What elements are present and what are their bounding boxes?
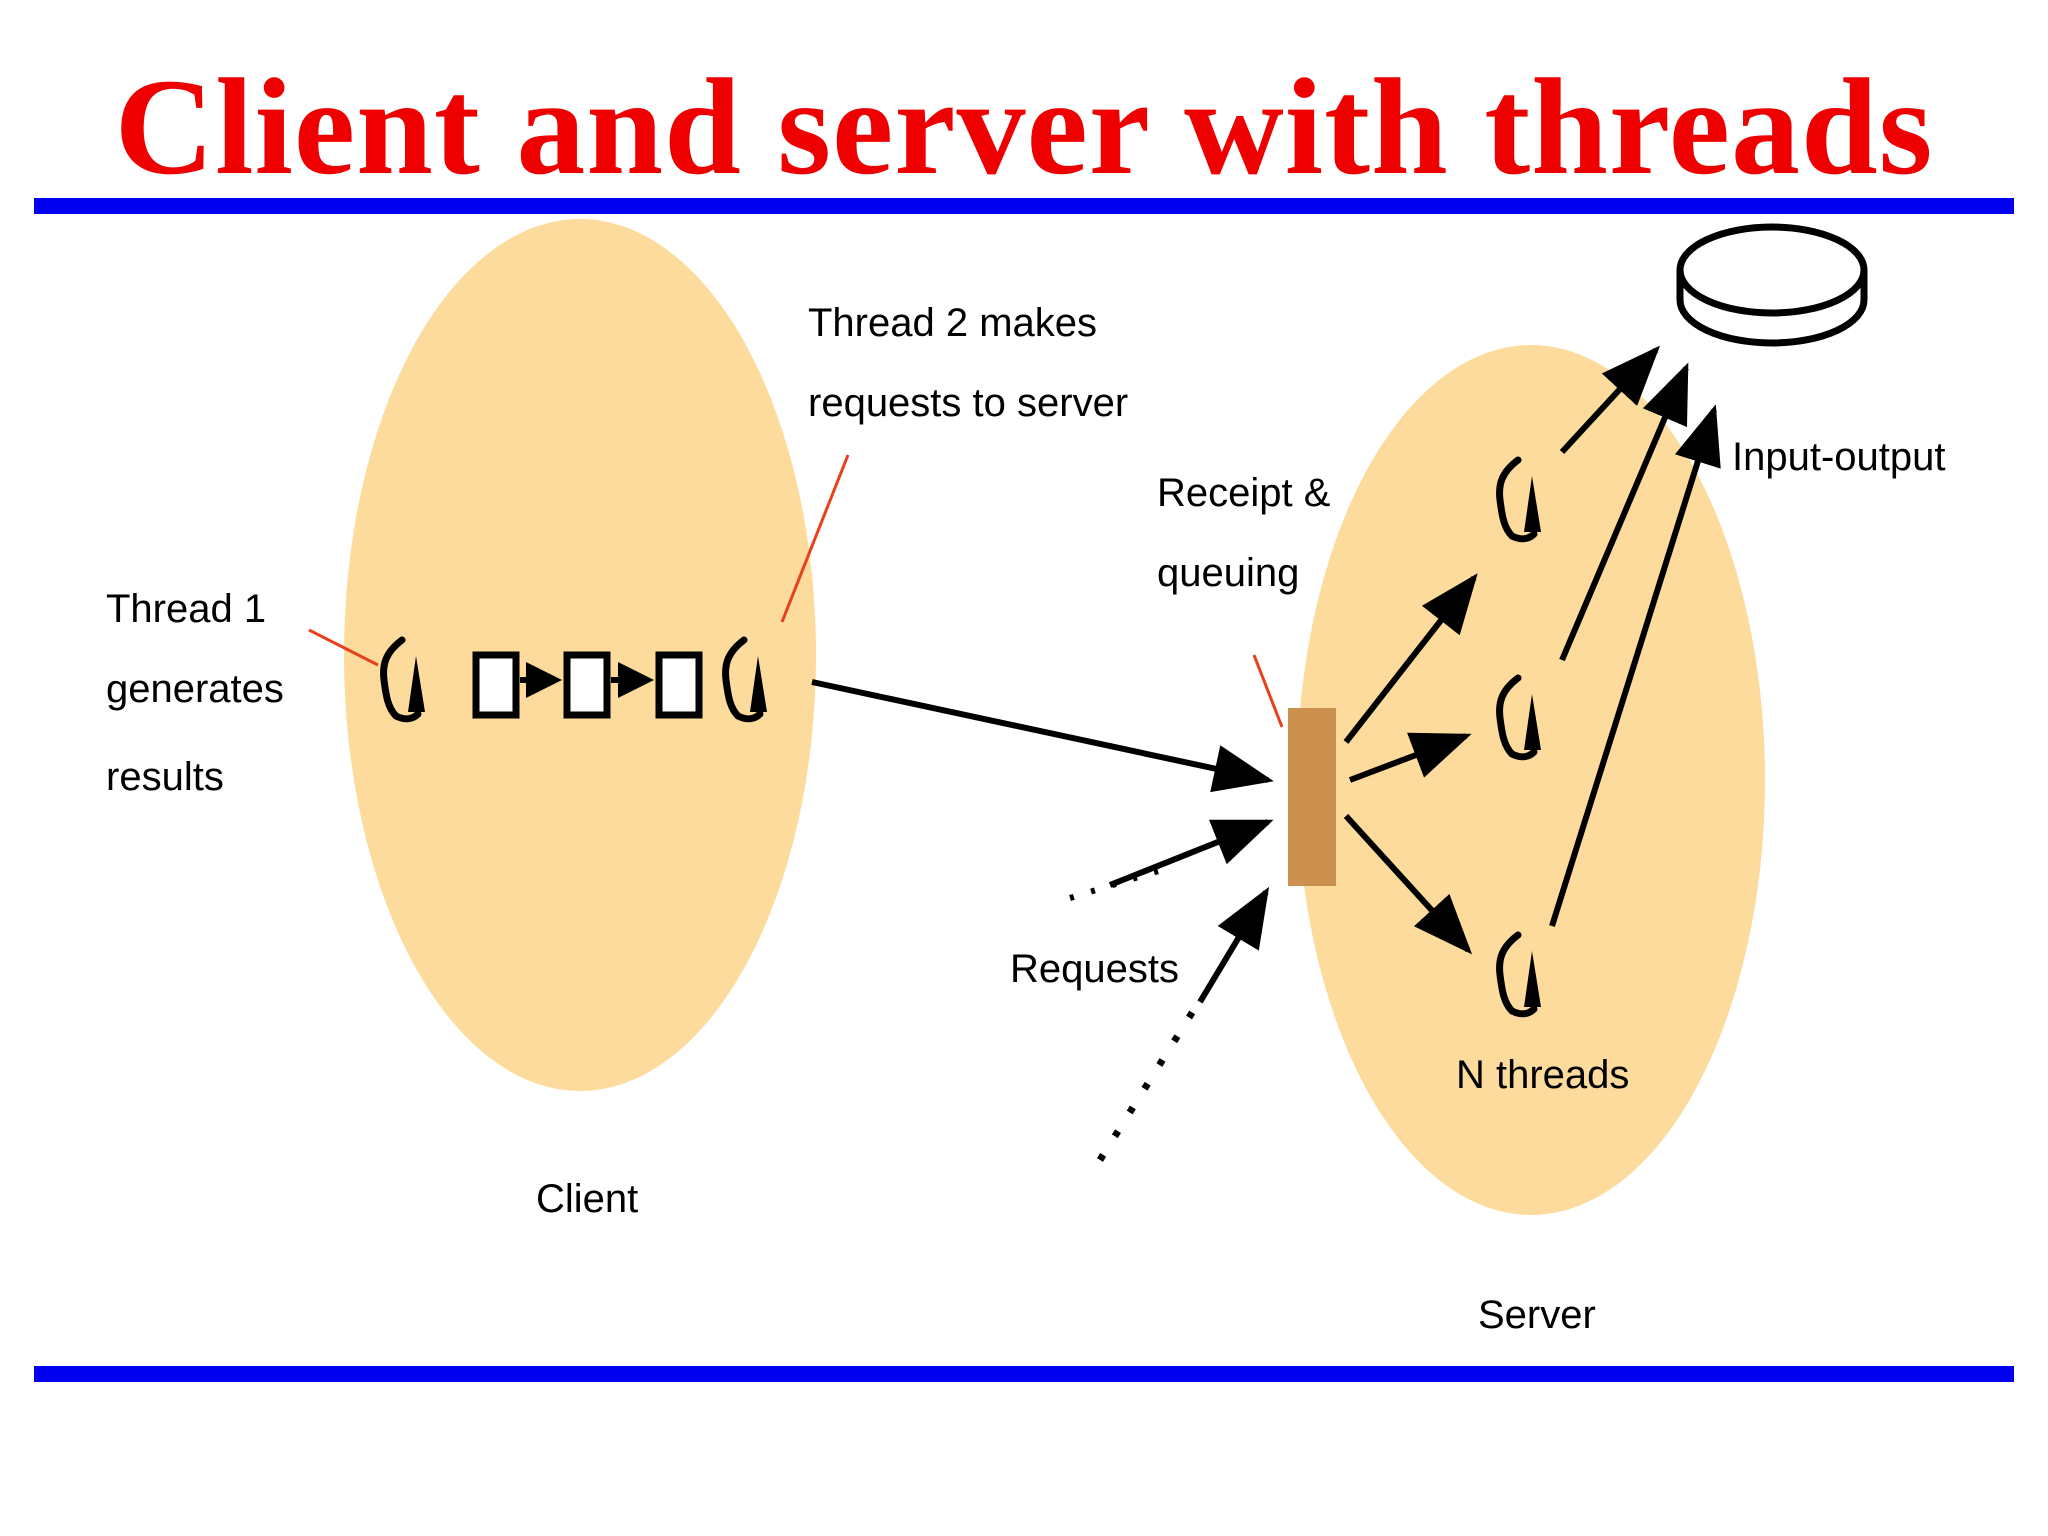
requests-label: Requests [1010,947,1179,991]
buffer-box-icon [472,651,520,719]
nthreads-label: N threads [1456,1053,1629,1097]
queue-bar-icon [1288,708,1336,886]
receipt-callout-line [1252,654,1284,728]
disk-icon [1676,223,1868,347]
io-label: Input-output [1732,435,1946,479]
top-rule [34,198,2014,214]
page-title: Client and server with threads [114,50,1934,203]
buffer-box-icon [655,651,703,719]
request-arrow [1197,886,1270,1004]
thread1-label: Thread 1 generates results [106,587,295,799]
client-request-arrow [811,679,1274,793]
thread2-label: Thread 2 makes requests to server [808,301,1128,425]
client-label: Client [536,1177,638,1221]
buffer-box-icon [563,651,611,719]
io-arrow [1559,345,1661,455]
request-dotted-line [1097,998,1203,1162]
request-arrow [1108,819,1274,888]
thread2-callout-line [780,454,850,623]
dispatch-arrow [1348,732,1472,783]
io-arrow [1559,362,1689,662]
thread1-callout-line [308,628,379,667]
dispatch-arrow [1343,813,1473,955]
server-ellipse [1297,345,1765,1215]
receipt-label: Receipt & queuing [1157,471,1342,595]
dispatch-arrow [1343,573,1478,744]
io-arrow [1549,404,1721,927]
bottom-rule [34,1366,2014,1382]
server-label: Server [1478,1293,1596,1337]
